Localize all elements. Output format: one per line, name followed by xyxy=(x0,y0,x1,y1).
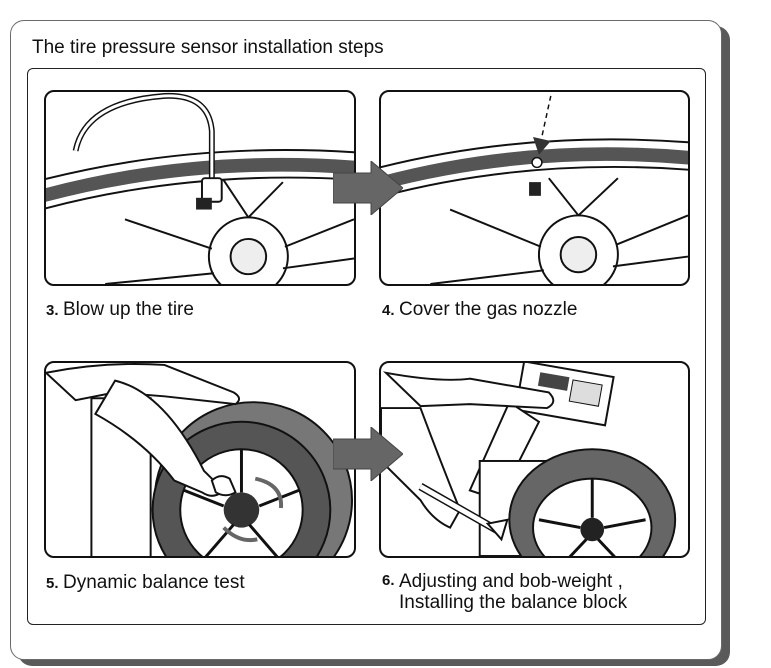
step-5-caption: 5. Dynamic balance test xyxy=(46,572,245,594)
step-text-line-1: Adjusting and bob-weight , xyxy=(398,571,623,592)
step-4-caption: 4. Cover the gas nozzle xyxy=(382,299,577,321)
step-6-illustration xyxy=(379,361,690,558)
next-step-arrow xyxy=(333,427,403,481)
step-3-illustration xyxy=(44,90,356,286)
step-number: 4. xyxy=(382,302,395,319)
step-text-line-2: Installing the balance block xyxy=(398,592,628,613)
step-number: 3. xyxy=(46,302,59,319)
step-number: 5. xyxy=(46,575,59,592)
step-4-illustration xyxy=(379,90,690,286)
next-step-arrow xyxy=(333,161,403,215)
step-5-illustration xyxy=(44,361,356,558)
step-text: Blow up the tire xyxy=(62,299,194,320)
step-6-caption: 6. Adjusting and bob-weight , Installing… xyxy=(382,572,627,614)
step-text: Dynamic balance test xyxy=(62,572,245,593)
step-3-caption: 3. Blow up the tire xyxy=(46,299,194,321)
step-text: Cover the gas nozzle xyxy=(398,299,578,320)
step-number: 6. xyxy=(382,572,395,589)
page-title: The tire pressure sensor installation st… xyxy=(32,37,384,58)
